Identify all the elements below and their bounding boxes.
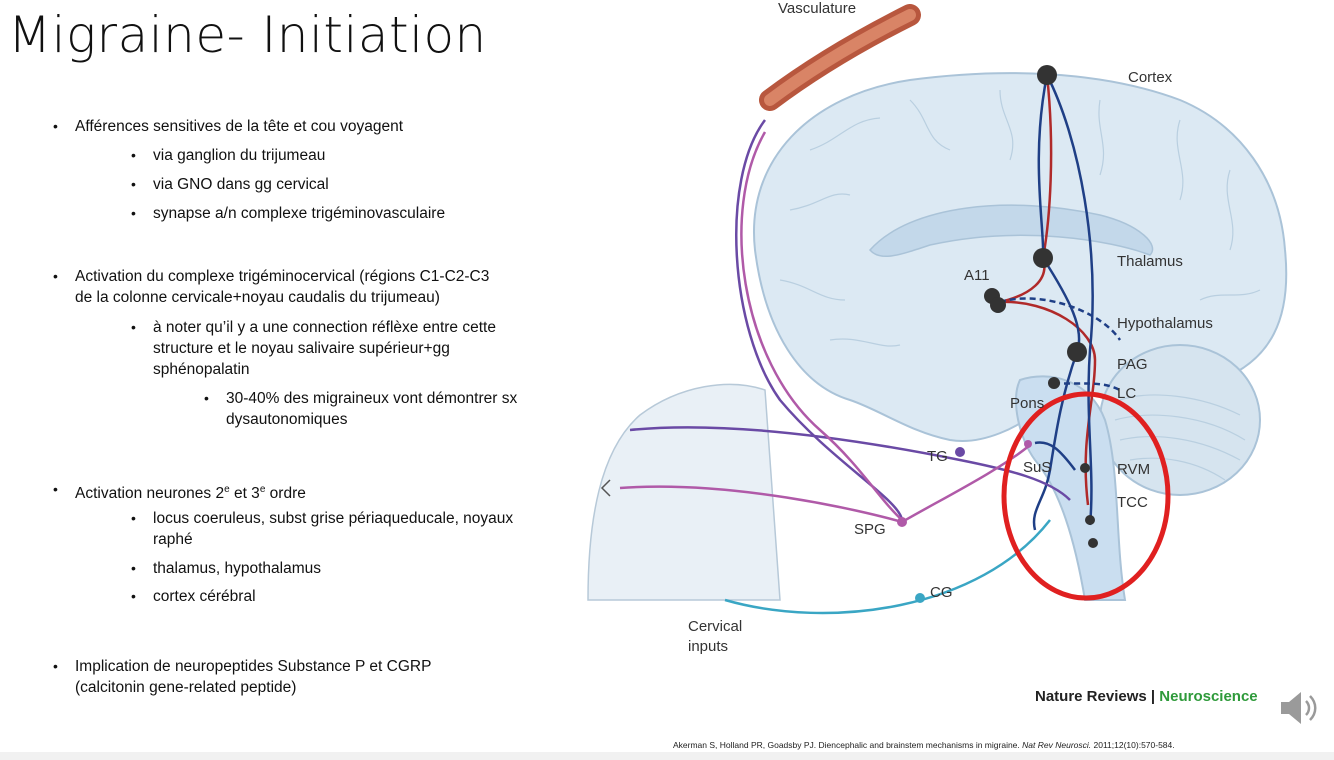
bullet-l1: Activation du complexe trigéminocervical…: [53, 266, 489, 287]
node-cortex: [1037, 65, 1057, 85]
bullet-l3-cont: dysautonomiques: [226, 411, 348, 428]
bullet-l2: via ganglion du trijumeau: [131, 145, 325, 166]
node-thalamus: [1033, 248, 1053, 268]
label-cervical: Cervical: [688, 618, 742, 635]
label-tg: TG: [927, 448, 948, 465]
node-tcc2: [1088, 538, 1098, 548]
footer-bar: [0, 752, 1334, 760]
label-spg: SPG: [854, 521, 886, 538]
bullet-l1-cont: (calcitonin gene-related peptide): [75, 679, 297, 696]
bullet-l3: 30-40% des migraineux vont démontrer sx: [204, 388, 517, 409]
bullet-l2: à noter qu’il y a une connection réflèxe…: [131, 317, 496, 338]
bullet-l2: via GNO dans gg cervical: [131, 174, 329, 195]
label-cg: CG: [930, 584, 953, 601]
label-cortex: Cortex: [1128, 69, 1173, 86]
label-inputs: inputs: [688, 638, 728, 655]
bullet-l2-cont: raphé: [153, 531, 193, 548]
label-thalamus: Thalamus: [1117, 253, 1183, 270]
label-lc: LC: [1117, 385, 1136, 402]
node-lc: [1048, 377, 1060, 389]
bullet-l2: locus coeruleus, subst grise périaqueduc…: [131, 508, 513, 529]
bullet-l2-cont: sphénopalatin: [153, 361, 250, 378]
node-a11-2: [990, 297, 1006, 313]
bullet-l1: Implication de neuropeptides Substance P…: [53, 656, 431, 677]
label-vasculature: Vasculature: [778, 0, 856, 17]
highlight-circle: [1001, 391, 1171, 601]
speaker-icon[interactable]: [1275, 684, 1323, 732]
slide-title: Migraine- Initiation: [8, 6, 487, 64]
citation: Akerman S, Holland PR, Goadsby PJ. Dienc…: [673, 740, 1175, 750]
bullet-l2: synapse a/n complexe trigéminovasculaire: [131, 203, 445, 224]
bullet-l1: Afférences sensitives de la tête et cou …: [53, 116, 403, 137]
label-hypothalamus: Hypothalamus: [1117, 315, 1213, 332]
journal-branding: Nature Reviews | Neuroscience: [1035, 688, 1258, 705]
migraine-pathway-diagram: Vasculature Cortex Thalamus A11 Hypothal…: [587, 0, 1288, 655]
label-tcc: TCC: [1117, 494, 1148, 511]
head-silhouette: [587, 383, 781, 601]
bullet-l2: cortex cérébral: [131, 586, 255, 607]
bullet-l2: thalamus, hypothalamus: [131, 558, 321, 579]
node-tcc: [1085, 515, 1095, 525]
label-rvm: RVM: [1117, 461, 1150, 478]
bullet-l2-cont: structure et le noyau salivaire supérieu…: [153, 340, 450, 357]
bullet-l1-cont: de la colonne cervicale+noyau caudalis d…: [75, 289, 440, 306]
label-sus: SuS: [1023, 459, 1051, 476]
node-rvm: [1080, 463, 1090, 473]
label-a11: A11: [964, 267, 990, 284]
bullet-l1: Activation neurones 2e et 3e ordre: [53, 479, 306, 504]
label-pons: Pons: [1010, 395, 1044, 412]
label-pag: PAG: [1117, 356, 1148, 373]
node-pag: [1067, 342, 1087, 362]
